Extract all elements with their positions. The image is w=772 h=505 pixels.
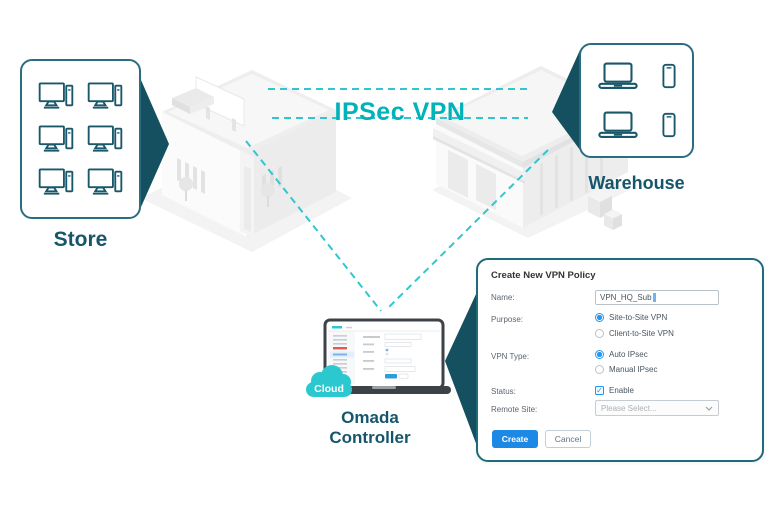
laptop-icon (597, 111, 639, 139)
radio-auto-ipsec[interactable]: Auto IPsec (595, 349, 648, 360)
ipsec-vpn-headline: IPSec VPN (334, 98, 466, 126)
radio-client-to-site[interactable]: Client-to-Site VPN (595, 328, 674, 339)
name-input-value: VPN_HQ_Sub (600, 293, 652, 302)
name-label: Name: (491, 293, 515, 302)
radio-manual-ipsec[interactable]: Manual IPsec (595, 364, 657, 375)
store-to-controller-link (245, 140, 382, 312)
warehouse-callout-wedge (552, 50, 580, 150)
dialog-callout-wedge (445, 292, 477, 446)
dialog-title: Create New VPN Policy (491, 270, 596, 281)
cloud-icon (306, 365, 352, 397)
purpose-label: Purpose: (491, 315, 524, 324)
text-caret (652, 293, 656, 302)
callout-wedges (141, 50, 580, 446)
vpn-dashed-links (245, 88, 549, 312)
radio-unselected-icon[interactable] (595, 329, 604, 338)
create-vpn-policy-dialog: Create New VPN Policy Name: VPN_HQ_Sub P… (476, 258, 764, 462)
desktop-computer-icon (38, 168, 74, 196)
enable-checkbox-row[interactable]: ✓ Enable (595, 385, 634, 396)
desktop-computer-icon (38, 125, 74, 153)
chevron-down-icon (705, 406, 713, 411)
store-building-illustration (140, 70, 352, 252)
warehouse-device-group (579, 43, 694, 158)
warehouse-to-controller-link (387, 149, 549, 309)
controller-label-line2: Controller (329, 428, 411, 447)
warehouse-label: Warehouse (588, 173, 685, 193)
status-label: Status: (491, 387, 516, 396)
cloud-badge-label: Cloud (314, 383, 344, 395)
select-placeholder: Please Select... (601, 403, 657, 413)
desktop-computer-icon (87, 125, 123, 153)
store-callout-wedge (141, 80, 169, 207)
radio-option-label: Auto IPsec (609, 350, 648, 359)
radio-option-label: Manual IPsec (609, 365, 658, 374)
vpn-type-label: VPN Type: (491, 352, 530, 361)
radio-selected-icon[interactable] (595, 350, 604, 359)
cancel-button[interactable]: Cancel (545, 430, 591, 448)
laptop-icon (597, 62, 639, 90)
desktop-computer-icon (38, 82, 74, 110)
radio-selected-icon[interactable] (595, 313, 604, 322)
name-input[interactable]: VPN_HQ_Sub (595, 290, 719, 305)
radio-site-to-site[interactable]: Site-to-Site VPN (595, 312, 667, 323)
create-button[interactable]: Create (492, 430, 538, 448)
phone-icon (662, 63, 676, 89)
warehouse-crates (588, 190, 622, 230)
radio-option-label: Site-to-Site VPN (609, 313, 668, 322)
radio-unselected-icon[interactable] (595, 365, 604, 374)
remote-site-label: Remote Site: (491, 405, 538, 414)
store-label: Store (53, 228, 108, 251)
radio-option-label: Client-to-Site VPN (609, 329, 674, 338)
phone-icon (662, 112, 676, 138)
controller-label: Omada Controller (310, 408, 430, 448)
desktop-computer-icon (87, 168, 123, 196)
store-device-group (20, 59, 141, 219)
checkbox-checked-icon[interactable]: ✓ (595, 386, 604, 395)
controller-label-line1: Omada (341, 408, 399, 427)
remote-site-select[interactable]: Please Select... (595, 400, 719, 416)
checkbox-label: Enable (609, 386, 634, 395)
controller-laptop-illustration (317, 318, 451, 394)
desktop-computer-icon (87, 82, 123, 110)
